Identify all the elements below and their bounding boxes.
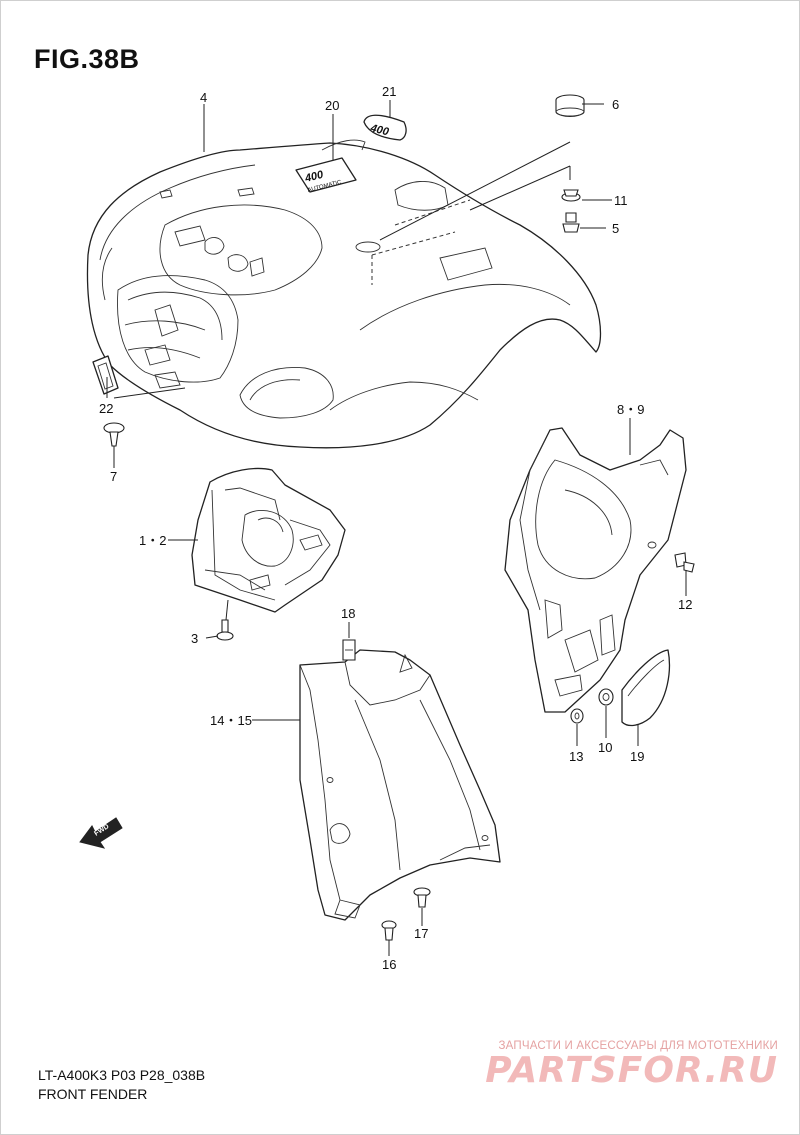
callout-18: 18 <box>341 606 355 621</box>
callout-3: 3 <box>191 631 198 646</box>
watermark-logo: PARTSFOR.RU <box>485 1050 778 1091</box>
callout-16: 16 <box>382 957 396 972</box>
callout-4: 4 <box>200 90 207 105</box>
figure-footer: LT-A400K3 P03 P28_038B FRONT FENDER <box>38 1066 205 1104</box>
side-panel-8-9[interactable] <box>504 427 687 713</box>
callout-10: 10 <box>598 740 612 755</box>
nut-11[interactable] <box>561 189 581 202</box>
badge-400[interactable]: 400 <box>363 114 407 141</box>
bolt-16[interactable] <box>381 920 397 941</box>
forward-direction-arrow: FWD <box>79 817 123 849</box>
washer-13[interactable] <box>570 708 584 724</box>
bolt-12[interactable] <box>674 552 695 573</box>
bolt-5[interactable] <box>562 212 580 233</box>
model-code: LT-A400K3 P03 P28_038B <box>38 1067 206 1083</box>
grommet-6[interactable] <box>555 94 585 118</box>
figure-title: FIG.38B <box>34 44 140 74</box>
inner-bracket-1-2[interactable] <box>191 467 346 613</box>
grommet-10[interactable] <box>598 688 614 706</box>
callout-12: 12 <box>678 597 692 612</box>
callout-13: 13 <box>569 749 583 764</box>
figure-caption: FRONT FENDER <box>38 1086 148 1102</box>
callout-21: 21 <box>382 84 396 99</box>
reflector-22[interactable] <box>92 355 119 395</box>
screw-3[interactable] <box>216 619 234 641</box>
callout-7: 7 <box>110 469 117 484</box>
leader-lines <box>106 100 687 956</box>
badge-text: 400 <box>368 122 391 139</box>
bolt-17[interactable] <box>413 887 431 908</box>
callout-22: 22 <box>99 401 113 416</box>
watermark: ЗАПЧАСТИ И АКСЕССУАРЫ ДЛЯ МОТОТЕХНИКИ PA… <box>485 1040 778 1091</box>
callout-6: 6 <box>612 97 619 112</box>
callout-1-2: 1・2 <box>139 533 166 548</box>
cover-19[interactable] <box>621 649 671 727</box>
callout-14-15: 14・15 <box>210 713 252 728</box>
callout-11: 11 <box>614 193 628 208</box>
callout-19: 19 <box>630 749 644 764</box>
watermark-tagline: ЗАПЧАСТИ И АКСЕССУАРЫ ДЛЯ МОТОТЕХНИКИ <box>498 1040 778 1052</box>
callout-8-9: 8・9 <box>617 402 644 417</box>
inner-fender-14-15[interactable] <box>299 649 501 921</box>
callout-20: 20 <box>325 98 339 113</box>
screw-7[interactable] <box>103 422 125 447</box>
callout-17: 17 <box>414 926 428 941</box>
front-fender-body[interactable] <box>86 139 602 449</box>
clip-18[interactable] <box>342 639 356 661</box>
decal-number-text: 400 <box>303 169 326 186</box>
callout-labels: 4 20 21 6 11 5 22 7 8・9 1・2 12 3 18 14・1… <box>99 84 692 972</box>
callout-5: 5 <box>612 221 619 236</box>
